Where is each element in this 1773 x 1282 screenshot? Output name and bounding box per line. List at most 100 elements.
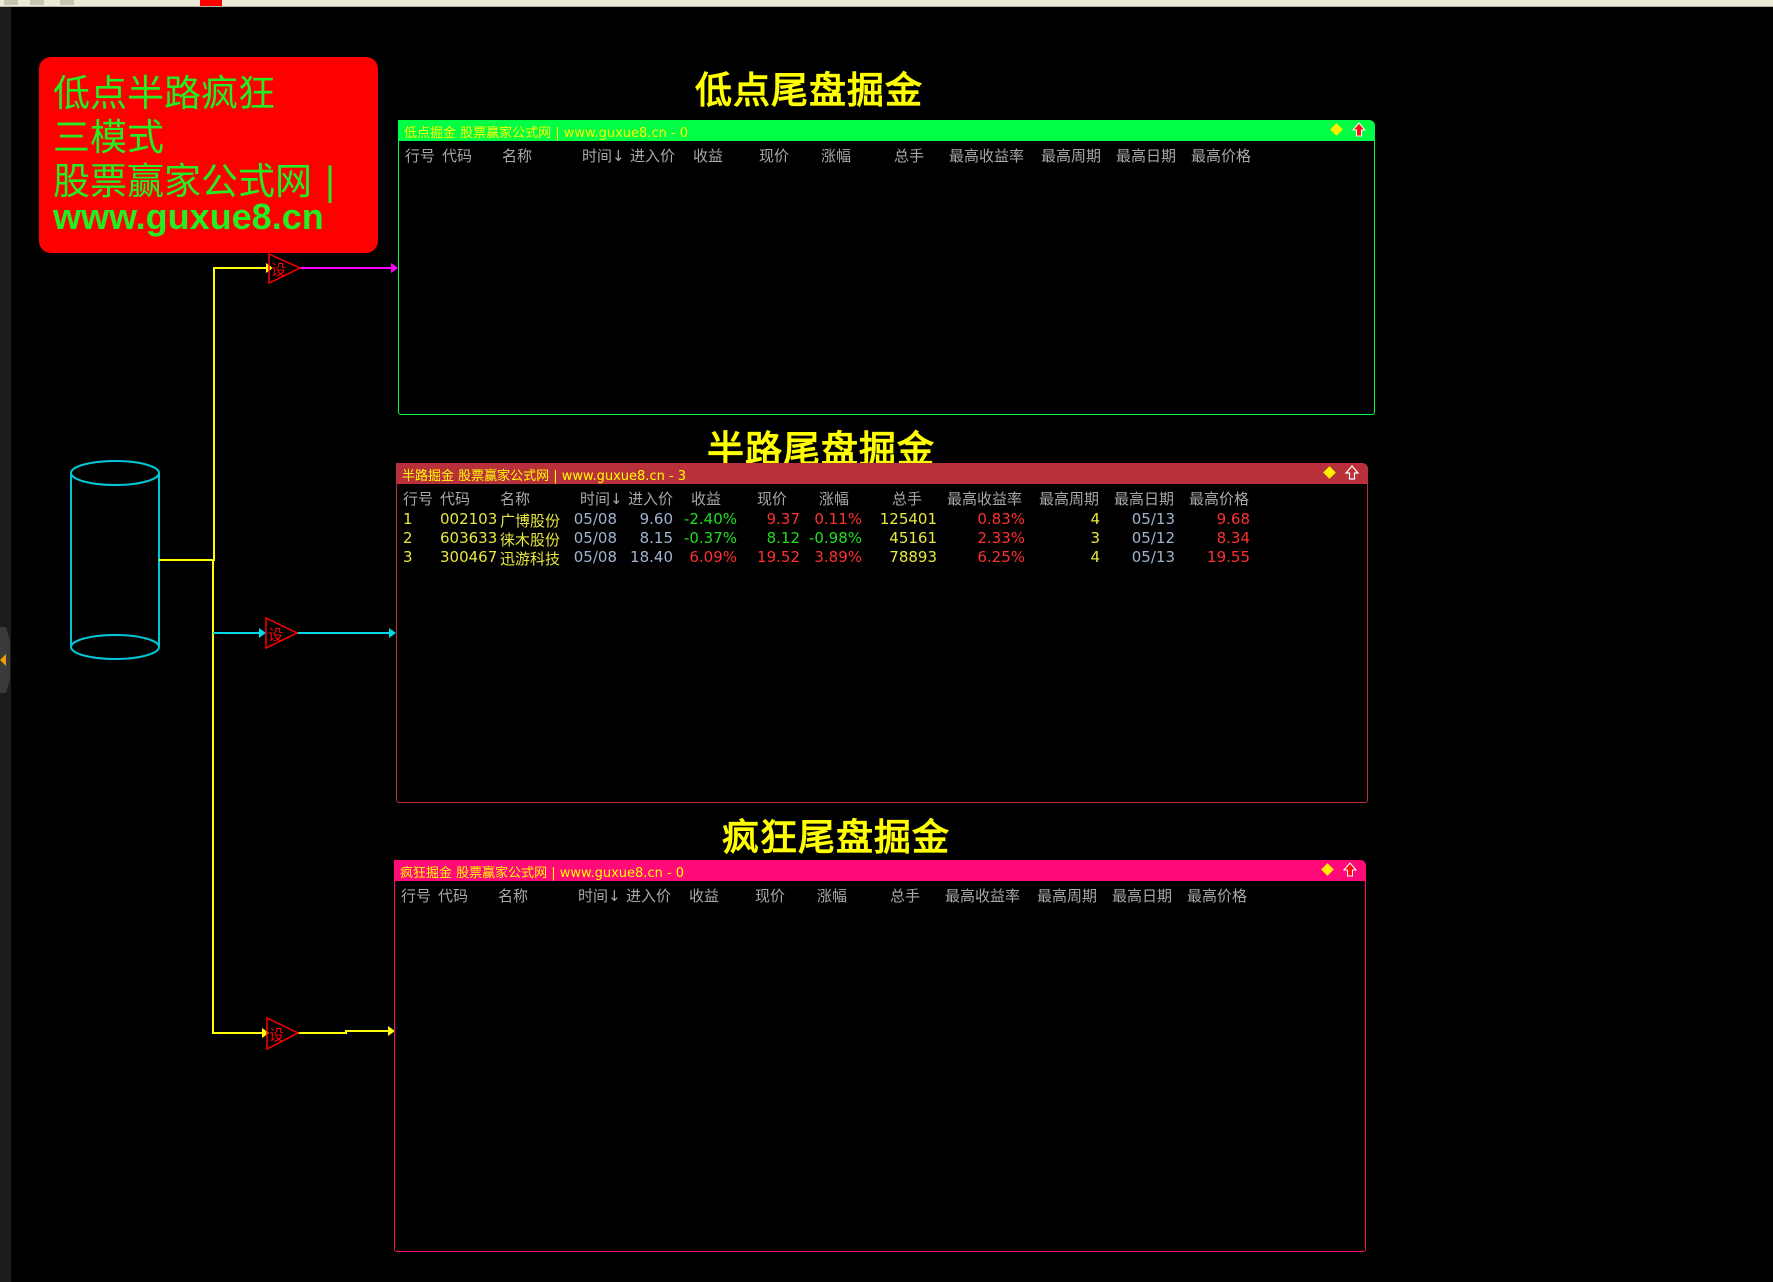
table-row[interactable]: 3 300467 迅游科技 05/08 18.40 6.09% 19.52 3.… — [397, 548, 1367, 568]
col-header-name[interactable]: 名称 — [500, 490, 531, 508]
banner-line-3: 股票赢家公式网 | — [53, 160, 337, 203]
col-header-volume[interactable]: 总手 — [893, 147, 924, 165]
col-header-max-return[interactable]: 最高收益率 — [946, 490, 1022, 508]
col-header-entry[interactable]: 进入价 — [628, 490, 674, 508]
cell-name: 迅游科技 — [500, 550, 561, 568]
panel-titlebar[interactable]: 疯狂掘金 股票赢家公式网 | www.guxue8.cn - 0 — [394, 860, 1366, 881]
connector-lines — [159, 267, 390, 1034]
col-header-max-period[interactable]: 最高周期 — [1038, 490, 1099, 508]
panel-title: 半路掘金 股票赢家公式网 | www.guxue8.cn - 3 — [402, 469, 687, 484]
table-row[interactable]: 2 603633 徕木股份 05/08 8.15 -0.37% 8.12 -0.… — [397, 529, 1367, 549]
col-header-time[interactable]: 时间↓ — [582, 147, 625, 165]
arrow-head-icon — [389, 628, 396, 638]
banner-line-1: 低点半路疯狂 — [53, 72, 275, 115]
arrow-head-icon — [388, 1026, 395, 1036]
cell-max-date: 05/13 — [1131, 548, 1175, 566]
col-header-code[interactable]: 代码 — [440, 490, 471, 508]
col-header-max-return[interactable]: 最高收益率 — [944, 887, 1020, 905]
cell-max-period: 4 — [1090, 510, 1100, 528]
col-header-code[interactable]: 代码 — [442, 147, 473, 165]
col-header-name[interactable]: 名称 — [498, 887, 529, 905]
col-header-change[interactable]: 涨幅 — [820, 147, 851, 165]
col-header-price[interactable]: 现价 — [754, 887, 785, 905]
col-header-time[interactable]: 时间↓ — [578, 887, 621, 905]
cell-max-return: 2.33% — [977, 529, 1025, 547]
node-label: 设 — [271, 261, 286, 279]
cell-code: 603633 — [440, 529, 498, 547]
col-header-code[interactable]: 代码 — [438, 887, 469, 905]
collapse-panel-button[interactable] — [0, 627, 10, 693]
col-header-price[interactable]: 现价 — [758, 147, 789, 165]
cell-volume: 78893 — [889, 548, 937, 566]
cell-max-date: 05/13 — [1131, 510, 1175, 528]
banner-line-2: 三模式 — [53, 116, 164, 159]
arrow-head-icon — [391, 263, 398, 273]
col-header-max-price[interactable]: 最高价格 — [1186, 887, 1247, 905]
table-header: 行号 代码 名称 时间↓ 进入价 收益 现价 涨幅 总手 最高收益率 最高周期 … — [395, 885, 1365, 905]
database-cylinder-icon[interactable] — [70, 460, 160, 660]
setting-node-3[interactable]: 设 — [266, 1016, 300, 1051]
col-header-return[interactable]: 收益 — [692, 147, 723, 165]
col-header-max-date[interactable]: 最高日期 — [1113, 490, 1174, 508]
cell-entry: 18.40 — [630, 548, 673, 566]
arrow-up-icon[interactable] — [1344, 465, 1360, 481]
toolbar-button[interactable] — [30, 0, 44, 5]
col-header-name[interactable]: 名称 — [502, 147, 533, 165]
cell-price: 19.52 — [757, 548, 800, 566]
node-label: 设 — [268, 626, 283, 644]
cell-volume: 45161 — [889, 529, 937, 547]
cell-volume: 125401 — [879, 510, 937, 528]
col-header-row-no[interactable]: 行号 — [401, 887, 432, 905]
panel-titlebar[interactable]: 低点掘金 股票赢家公式网 | www.guxue8.cn - 0 — [398, 120, 1375, 141]
col-header-time[interactable]: 时间↓ — [580, 490, 623, 508]
stock-panel-mid: 半路掘金 股票赢家公式网 | www.guxue8.cn - 3 行号 代码 名… — [396, 463, 1368, 803]
cell-change: -0.98% — [808, 529, 862, 547]
col-header-return[interactable]: 收益 — [688, 887, 719, 905]
col-header-row-no[interactable]: 行号 — [403, 490, 434, 508]
section-title-low: 低点尾盘掘金 — [695, 68, 923, 112]
table-header: 行号 代码 名称 时间↓ 进入价 收益 现价 涨幅 总手 最高收益率 最高周期 … — [399, 145, 1374, 165]
arrow-head-icon — [259, 628, 266, 638]
arrow-up-icon[interactable] — [1351, 122, 1367, 138]
col-header-price[interactable]: 现价 — [756, 490, 787, 508]
col-header-entry[interactable]: 进入价 — [630, 147, 676, 165]
arrow-up-icon[interactable] — [1342, 862, 1358, 878]
col-header-return[interactable]: 收益 — [690, 490, 721, 508]
table-row[interactable]: 1 002103 广博股份 05/08 9.60 -2.40% 9.37 0.1… — [397, 510, 1367, 530]
col-header-change[interactable]: 涨幅 — [816, 887, 847, 905]
stock-panel-low: 低点掘金 股票赢家公式网 | www.guxue8.cn - 0 行号 代码 名… — [398, 120, 1375, 415]
cell-return: -2.40% — [683, 510, 737, 528]
diamond-icon[interactable] — [1321, 863, 1334, 876]
panel-title: 疯狂掘金 股票赢家公式网 | www.guxue8.cn - 0 — [400, 866, 685, 881]
setting-node-2[interactable]: 设 — [265, 616, 299, 650]
panel-title: 低点掘金 股票赢家公式网 | www.guxue8.cn - 0 — [404, 126, 689, 141]
col-header-row-no[interactable]: 行号 — [405, 147, 436, 165]
toolbar-button-active[interactable] — [200, 0, 222, 6]
cell-code: 002103 — [440, 510, 498, 528]
col-header-max-date[interactable]: 最高日期 — [1111, 887, 1172, 905]
col-header-max-period[interactable]: 最高周期 — [1040, 147, 1101, 165]
cell-entry: 8.15 — [639, 529, 673, 547]
col-header-max-price[interactable]: 最高价格 — [1190, 147, 1251, 165]
col-header-max-price[interactable]: 最高价格 — [1188, 490, 1249, 508]
panel-titlebar[interactable]: 半路掘金 股票赢家公式网 | www.guxue8.cn - 3 — [396, 463, 1368, 484]
col-header-volume[interactable]: 总手 — [891, 490, 922, 508]
cell-max-period: 3 — [1090, 529, 1100, 547]
cell-name: 广博股份 — [500, 512, 561, 530]
col-header-max-period[interactable]: 最高周期 — [1036, 887, 1097, 905]
setting-node-1[interactable]: 设 — [268, 252, 302, 285]
col-header-entry[interactable]: 进入价 — [626, 887, 672, 905]
diamond-icon[interactable] — [1330, 123, 1343, 136]
col-header-change[interactable]: 涨幅 — [818, 490, 849, 508]
cell-max-date: 05/12 — [1131, 529, 1175, 547]
toolbar-button[interactable] — [60, 0, 74, 5]
col-header-max-date[interactable]: 最高日期 — [1115, 147, 1176, 165]
cell-max-return: 6.25% — [977, 548, 1025, 566]
left-side-strip — [0, 7, 11, 1282]
col-header-volume[interactable]: 总手 — [889, 887, 920, 905]
diamond-icon[interactable] — [1323, 466, 1336, 479]
toolbar-button[interactable] — [4, 0, 18, 5]
section-title-crazy: 疯狂尾盘掘金 — [722, 815, 950, 859]
col-header-max-return[interactable]: 最高收益率 — [948, 147, 1024, 165]
cell-time: 05/08 — [573, 529, 617, 547]
